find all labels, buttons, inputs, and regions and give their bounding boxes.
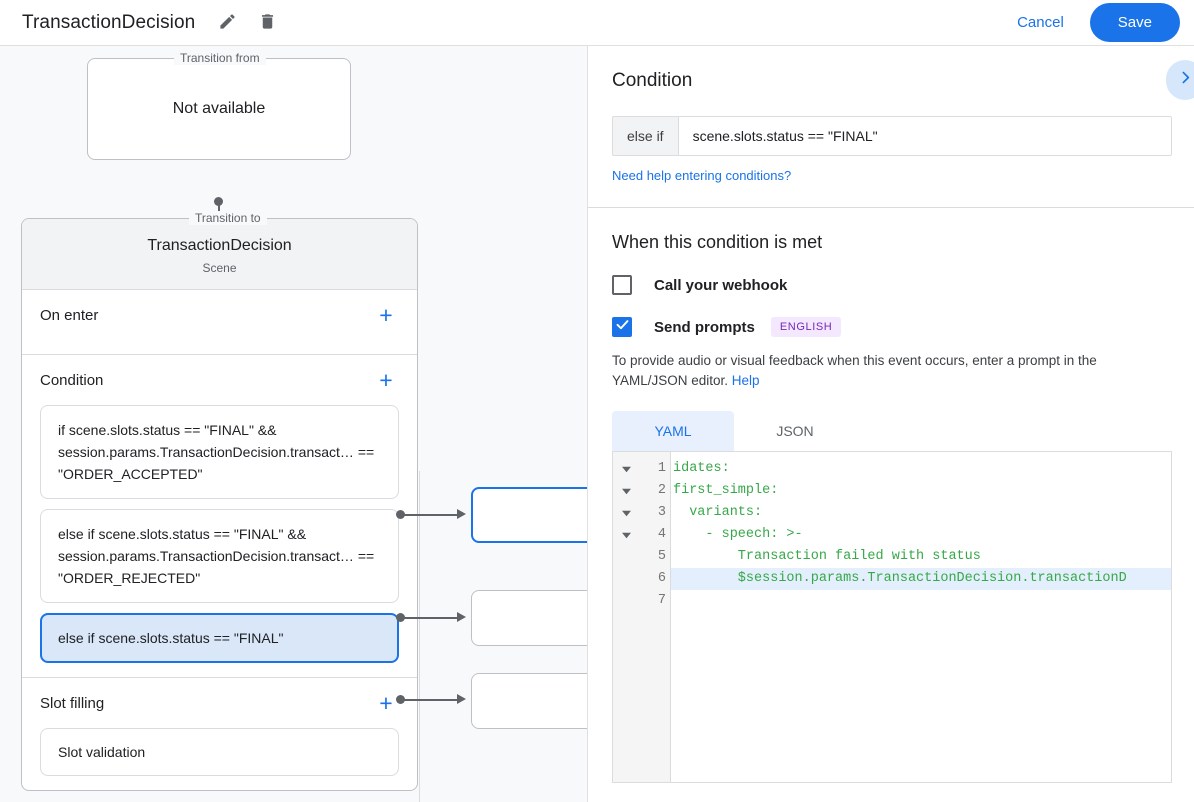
fold-toggle[interactable]	[613, 502, 639, 524]
code-line: - speech: >-	[673, 527, 803, 542]
details-panel: Condition else if Need help entering con…	[588, 46, 1194, 802]
fold-toggle[interactable]	[613, 480, 639, 502]
delete-button[interactable]	[251, 7, 283, 39]
chevron-right-icon	[1177, 69, 1194, 91]
scene-header: TransactionDecision Scene	[22, 219, 417, 290]
edge-line-2	[400, 617, 458, 619]
code-line: variants:	[673, 505, 763, 520]
edge-arrow-3-icon	[457, 694, 466, 704]
condition-input[interactable]	[678, 117, 1171, 155]
edge-arrow-2-icon	[457, 612, 466, 622]
fold-toggle[interactable]	[613, 458, 639, 480]
line-number: 6	[657, 571, 666, 586]
transition-from-card: Transition from Not available	[87, 51, 351, 160]
section-on-enter-title: On enter	[40, 306, 99, 324]
cancel-button[interactable]: Cancel	[1001, 5, 1080, 40]
slot-validation-card[interactable]: Slot validation	[40, 728, 399, 776]
code-line: idates:	[673, 461, 730, 476]
top-bar: TransactionDecision Cancel Save	[0, 0, 1194, 46]
line-number: 5	[657, 549, 666, 564]
scene-type: Scene	[202, 261, 237, 275]
condition-card[interactable]: else if scene.slots.status == "FINAL" &&…	[40, 509, 399, 603]
condition-heading: Condition	[612, 70, 693, 91]
section-on-enter-header: On enter +	[40, 290, 399, 340]
call-webhook-checkbox[interactable]	[612, 275, 632, 295]
language-badge: ENGLISH	[770, 317, 842, 337]
condition-prefix-label: else if	[613, 117, 679, 155]
code-line: first_simple:	[673, 483, 779, 498]
editor-line-numbers: 1 2 3 4 5 6 7	[639, 452, 671, 782]
line-number: 4	[657, 527, 666, 542]
trash-icon	[258, 12, 277, 34]
transition-to-card: Transition to TransactionDecision Scene …	[21, 211, 418, 791]
main-body: Transition from Not available Transition…	[0, 46, 1194, 802]
tab-yaml[interactable]: YAML	[612, 411, 734, 451]
edge-rail	[419, 471, 420, 802]
prompts-description-text: To provide audio or visual feedback when…	[612, 353, 1097, 388]
code-line: Transaction failed with status	[673, 549, 981, 564]
section-on-enter: On enter +	[22, 290, 417, 355]
line-number: 7	[657, 593, 666, 608]
send-prompts-label: Send prompts	[654, 318, 755, 336]
condition-editor-section: Condition else if Need help entering con…	[588, 46, 1194, 208]
edge-line-1	[400, 514, 458, 516]
send-prompts-row[interactable]: Send prompts ENGLISH	[612, 317, 1172, 337]
section-slot-filling-title: Slot filling	[40, 694, 105, 712]
code-line-highlighted: $session.params.TransactionDecision.tran…	[671, 568, 1171, 590]
call-webhook-row[interactable]: Call your webhook	[612, 275, 1172, 295]
editor-fold-gutter	[613, 452, 639, 782]
check-icon	[615, 317, 630, 337]
line-number: 2	[657, 483, 666, 498]
save-button[interactable]: Save	[1089, 3, 1180, 42]
edge-line-3	[400, 699, 458, 701]
section-condition-header: Condition +	[40, 355, 399, 405]
send-prompts-checkbox[interactable]	[612, 317, 632, 337]
section-condition-title: Condition	[40, 371, 104, 389]
target-box-2[interactable]	[471, 590, 587, 646]
add-condition-button[interactable]: +	[379, 366, 393, 393]
target-box-1[interactable]	[471, 487, 587, 543]
code-editor[interactable]: 1 2 3 4 5 6 7 idates: first_simple: vari…	[612, 451, 1172, 783]
condition-card-selected[interactable]: else if scene.slots.status == "FINAL"	[40, 613, 399, 663]
page-title: TransactionDecision	[22, 11, 196, 33]
when-condition-met-section: When this condition is met Call your web…	[588, 208, 1194, 783]
condition-input-row: else if	[612, 116, 1172, 156]
line-number: 3	[657, 505, 666, 520]
add-slot-filling-button[interactable]: +	[379, 689, 393, 716]
editor-code-area[interactable]: idates: first_simple: variants: - speech…	[671, 452, 1171, 782]
call-webhook-label: Call your webhook	[654, 276, 788, 294]
pencil-icon	[218, 12, 237, 34]
section-condition: Condition + if scene.slots.status == "FI…	[22, 355, 417, 678]
target-box-3[interactable]	[471, 673, 587, 729]
tab-json[interactable]: JSON	[776, 423, 814, 439]
when-condition-met-heading: When this condition is met	[612, 232, 823, 252]
transition-from-legend: Transition from	[174, 51, 266, 65]
scene-canvas: Transition from Not available Transition…	[0, 46, 588, 802]
edge-arrow-1-icon	[457, 509, 466, 519]
help-link[interactable]: Help	[731, 373, 760, 388]
need-help-conditions-link[interactable]: Need help entering conditions?	[612, 168, 792, 183]
editor-format-tabs: YAML JSON	[612, 411, 1172, 451]
scene-name: TransactionDecision	[147, 237, 292, 254]
section-slot-filling: Slot filling + Slot validation	[22, 678, 417, 790]
fold-toggle[interactable]	[613, 524, 639, 546]
prompts-description: To provide audio or visual feedback when…	[612, 351, 1167, 391]
transition-from-value: Not available	[172, 100, 266, 117]
condition-card[interactable]: if scene.slots.status == "FINAL" && sess…	[40, 405, 399, 499]
line-number: 1	[657, 461, 666, 476]
transition-to-legend: Transition to	[189, 211, 267, 225]
edit-name-button[interactable]	[211, 7, 243, 39]
code-line	[671, 590, 1171, 612]
section-slot-filling-header: Slot filling +	[40, 678, 399, 728]
collapse-panel-button[interactable]	[1166, 60, 1194, 100]
add-on-enter-button[interactable]: +	[379, 301, 393, 328]
